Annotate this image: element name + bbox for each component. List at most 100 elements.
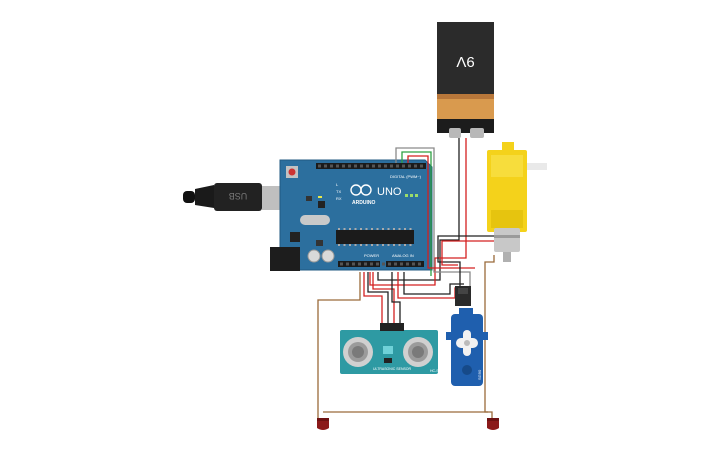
battery-9v[interactable]: 9V bbox=[437, 22, 494, 138]
led-right[interactable] bbox=[487, 418, 499, 430]
chip-pin bbox=[354, 244, 357, 246]
header-pin bbox=[384, 164, 387, 168]
servo-motor[interactable]: SG90 bbox=[446, 286, 488, 386]
chip-pin bbox=[382, 228, 384, 230]
chip-pin bbox=[365, 244, 368, 246]
usb-label: USB bbox=[229, 191, 248, 201]
header-pin bbox=[390, 164, 393, 168]
digital-header[interactable] bbox=[316, 163, 426, 169]
analog-label: ANALOG IN bbox=[392, 253, 414, 258]
chip-pin bbox=[382, 244, 384, 246]
header-pin bbox=[418, 262, 421, 266]
battery-terminal-positive bbox=[470, 128, 484, 138]
ultrasonic-sub-label: ULTRASONIC SENSOR bbox=[373, 367, 412, 371]
voltage-regulator bbox=[290, 232, 300, 242]
rx-label: RX bbox=[336, 196, 342, 201]
header-pin bbox=[330, 164, 333, 168]
power-label: POWER bbox=[364, 253, 379, 258]
chip-pin bbox=[409, 228, 412, 230]
tx-label: TX bbox=[336, 189, 341, 194]
ultrasonic-header bbox=[380, 323, 404, 331]
header-pin bbox=[414, 164, 417, 168]
header-pin bbox=[408, 164, 411, 168]
chip-pin bbox=[371, 228, 373, 230]
chip-pin bbox=[393, 244, 395, 246]
l-label: L bbox=[336, 182, 339, 187]
arduino-uno-board[interactable]: DIGITAL (PWM~) POWER ANALOG IN TX RX L A… bbox=[270, 159, 433, 271]
header-pin bbox=[348, 164, 351, 168]
power-led bbox=[405, 194, 408, 197]
header-pin bbox=[340, 262, 343, 266]
chip-pin bbox=[338, 244, 340, 246]
analog-header[interactable] bbox=[386, 261, 424, 267]
header-pin bbox=[372, 164, 375, 168]
chip-pin bbox=[349, 244, 351, 246]
chip-pin bbox=[393, 228, 395, 230]
header-pin bbox=[352, 262, 355, 266]
chip-pin bbox=[387, 228, 390, 230]
header-pin bbox=[378, 164, 381, 168]
usb-cable[interactable]: USB bbox=[183, 183, 282, 211]
header-pin bbox=[354, 164, 357, 168]
header-pin bbox=[336, 164, 339, 168]
header-pin bbox=[346, 262, 349, 266]
chip-pin bbox=[376, 244, 379, 246]
chip-pin bbox=[360, 244, 362, 246]
usb-port bbox=[262, 186, 282, 210]
header-pin bbox=[364, 262, 367, 266]
chip-pin bbox=[349, 228, 351, 230]
header-pin bbox=[358, 262, 361, 266]
chip-pin bbox=[343, 244, 346, 246]
battery-terminal-negative bbox=[449, 128, 461, 138]
motor-shaft bbox=[527, 163, 547, 170]
dc-power-jack bbox=[270, 247, 300, 271]
arduino-brand: ARDUINO bbox=[352, 200, 375, 206]
capacitor-2 bbox=[321, 249, 335, 263]
chip-pin bbox=[343, 228, 346, 230]
led-left[interactable] bbox=[317, 418, 329, 430]
header-pin bbox=[388, 262, 391, 266]
chip-pin bbox=[365, 228, 368, 230]
usb-plug bbox=[214, 183, 262, 211]
arduino-logo: ARDUINO bbox=[350, 184, 375, 206]
ultrasonic-label: HC-SR04 bbox=[430, 369, 445, 373]
chip-pin bbox=[360, 228, 362, 230]
header-pin bbox=[366, 164, 369, 168]
dc-gear-motor[interactable] bbox=[487, 142, 547, 262]
capacitor-1 bbox=[307, 249, 321, 263]
header-pin bbox=[402, 164, 405, 168]
header-pin bbox=[324, 164, 327, 168]
header-pin bbox=[376, 262, 379, 266]
crystal-oscillator bbox=[300, 215, 330, 225]
chip-pin bbox=[404, 228, 406, 230]
chip-pin bbox=[404, 244, 406, 246]
motor-can bbox=[494, 228, 520, 252]
header-pin bbox=[412, 262, 415, 266]
chip-pin bbox=[398, 228, 401, 230]
usb-cable-end bbox=[183, 191, 195, 203]
ultrasonic-sensor[interactable]: ULTRASONIC SENSOR HC-SR04 bbox=[340, 323, 445, 374]
battery-base bbox=[437, 119, 494, 133]
servo-label: SG90 bbox=[477, 369, 482, 380]
header-pin bbox=[382, 262, 385, 266]
header-pin bbox=[396, 164, 399, 168]
chip-pin bbox=[338, 228, 340, 230]
digital-label: DIGITAL (PWM~) bbox=[390, 174, 422, 179]
chip-pin bbox=[409, 244, 412, 246]
chip-pin bbox=[371, 244, 373, 246]
chip-pin bbox=[387, 244, 390, 246]
header-pin bbox=[342, 164, 345, 168]
header-pin bbox=[318, 164, 321, 168]
header-pin bbox=[406, 262, 409, 266]
battery-body-top bbox=[437, 22, 494, 94]
chip-pin bbox=[398, 244, 401, 246]
atmega-chip bbox=[336, 230, 414, 244]
battery-label: 9V bbox=[456, 53, 474, 70]
header-pin bbox=[370, 262, 373, 266]
arduino-model: UNO bbox=[377, 186, 402, 198]
header-pin bbox=[400, 262, 403, 266]
header-pin bbox=[420, 164, 423, 168]
header-pin bbox=[394, 262, 397, 266]
chip-pin bbox=[354, 228, 357, 230]
chip-pin bbox=[376, 228, 379, 230]
